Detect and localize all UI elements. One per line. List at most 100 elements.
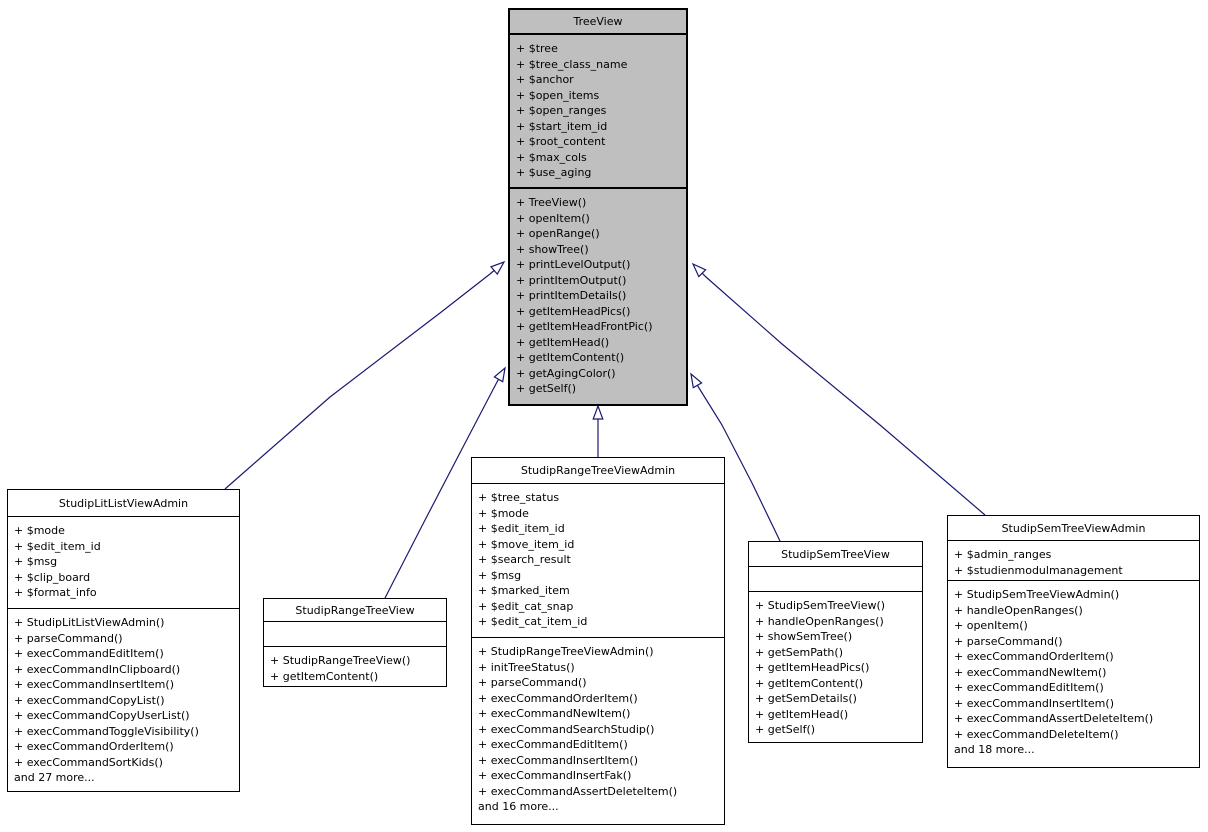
method-row: + getItemHead() bbox=[516, 335, 610, 349]
method-row: + execCommandInsertFak() bbox=[478, 769, 632, 782]
class-methods-section: + StudipSemTreeViewAdmin() + handleOpenRa… bbox=[948, 581, 1199, 767]
attribute-row: + $move_item_id bbox=[478, 537, 575, 551]
class-box-TreeView[interactable]: TreeView + $tree + $tree_class_name + $anc… bbox=[508, 8, 688, 406]
class-attributes-section: + $tree_status + $mode + $edit_item_id + $m… bbox=[472, 484, 724, 638]
attribute-row: + $msg bbox=[14, 555, 58, 568]
method-row: + execCommandEditItem() bbox=[954, 681, 1104, 694]
attribute-row: + $admin_ranges bbox=[954, 548, 1052, 561]
inheritance-arrowhead-StudipLitListViewAdmin bbox=[489, 260, 506, 276]
method-row: + showTree() bbox=[516, 242, 589, 256]
class-methods-section: + StudipRangeTreeView()+ getItemContent(… bbox=[264, 647, 446, 686]
attribute-row: + $max_cols bbox=[516, 150, 587, 164]
method-row: + execCommandNewItem() bbox=[954, 665, 1107, 679]
method-row: + execCommandSearchStudip() bbox=[478, 722, 655, 736]
attribute-row: + $open_ranges bbox=[516, 104, 607, 117]
method-row: + execCommandInClipboard() bbox=[14, 662, 181, 676]
class-attributes-section: + $admin_ranges + $studienmodulmanagement bbox=[948, 541, 1199, 581]
inheritance-arrowhead-StudipSemTreeViewAdmin bbox=[691, 262, 707, 278]
class-box-StudipLitListViewAdmin[interactable]: StudipLitListViewAdmin + $mode + $edit_it… bbox=[7, 489, 240, 792]
class-title: StudipRangeTreeView bbox=[264, 599, 446, 622]
class-box-StudipRangeTreeViewAdmin[interactable]: StudipRangeTreeViewAdmin + $tree_status+… bbox=[471, 457, 725, 825]
method-row: + handleOpenRanges() bbox=[954, 603, 1083, 617]
attribute-row: + $root_content bbox=[516, 135, 606, 148]
method-row: + initTreeStatus() bbox=[478, 660, 575, 674]
method-row: + parseCommand() bbox=[478, 676, 587, 689]
method-row: + execCommandDeleteItem() bbox=[954, 727, 1119, 741]
attribute-row: + $studienmodulmanagement bbox=[954, 563, 1123, 577]
attribute-row: + $search_result bbox=[478, 553, 571, 566]
inheritance-edge-StudipSemTreeViewAdmin bbox=[701, 272, 986, 516]
method-row: + StudipSemTreeView() bbox=[755, 599, 886, 612]
method-row: + getItemHeadPics() bbox=[755, 661, 870, 674]
method-row: + getItemHeadFrontPic() bbox=[516, 320, 653, 333]
method-row: + execCommandOrderItem() bbox=[14, 740, 174, 753]
class-attributes-section: + $tree + $tree_class_name + $anchor + $ope… bbox=[510, 35, 686, 189]
class-box-StudipSemTreeViewAdmin[interactable]: StudipSemTreeViewAdmin + $admin_ranges+ … bbox=[947, 515, 1200, 768]
attribute-row: + $tree_class_name bbox=[516, 57, 628, 71]
method-row: + getSemDetails() bbox=[755, 692, 857, 705]
method-row: + execCommandOrderItem() bbox=[478, 691, 638, 705]
class-methods-section: + TreeView()+ openItem()+ openRange()+ s… bbox=[510, 189, 686, 404]
method-row: + showSemTree() bbox=[755, 630, 853, 643]
class-box-StudipRangeTreeView[interactable]: StudipRangeTreeView + StudipRangeTreeVie… bbox=[263, 598, 447, 687]
method-row: + TreeView() bbox=[516, 196, 587, 209]
method-row: + execCommandNewItem() bbox=[478, 707, 631, 720]
class-methods-section: + StudipLitListViewAdmin()+ parseCommand… bbox=[8, 609, 239, 791]
class-attributes-section bbox=[264, 622, 446, 647]
attribute-row: + $mode bbox=[14, 524, 65, 537]
method-row: + StudipRangeTreeViewAdmin() bbox=[478, 645, 654, 658]
method-row: + printItemDetails() bbox=[516, 289, 627, 302]
method-row: + StudipSemTreeViewAdmin() bbox=[954, 588, 1120, 601]
attribute-row: + $mode bbox=[478, 506, 529, 520]
attribute-row: + $format_info bbox=[14, 586, 97, 599]
method-row: + parseCommand() bbox=[954, 634, 1063, 648]
method-row: + getSelf() bbox=[755, 723, 816, 736]
inheritance-edge-StudipLitListViewAdmin bbox=[224, 270, 495, 490]
method-row: + execCommandAssertDeleteItem() bbox=[478, 784, 678, 798]
method-row: + StudipLitListViewAdmin() bbox=[14, 616, 165, 629]
method-row: + printLevelOutput() bbox=[516, 258, 631, 271]
class-methods-section: + StudipRangeTreeViewAdmin() + initTreeSt… bbox=[472, 638, 724, 824]
class-attributes-section bbox=[749, 567, 922, 592]
method-row: and 16 more... bbox=[478, 800, 559, 813]
class-title: TreeView bbox=[510, 10, 686, 35]
method-row: + execCommandAssertDeleteItem() bbox=[954, 712, 1154, 725]
method-row: + execCommandInsertItem() bbox=[14, 678, 174, 691]
class-box-StudipSemTreeView[interactable]: StudipSemTreeView + StudipSemTreeView()+… bbox=[748, 541, 923, 743]
method-row: + printItemOutput() bbox=[516, 273, 627, 287]
attribute-row: + $anchor bbox=[516, 73, 574, 86]
method-row: + execCommandInsertItem() bbox=[478, 753, 638, 767]
attribute-row: + $tree_status bbox=[478, 491, 560, 504]
attribute-row: + $tree bbox=[516, 42, 558, 55]
method-row: and 27 more... bbox=[14, 771, 95, 784]
attribute-row: + $edit_cat_snap bbox=[478, 599, 574, 613]
method-row: + openItem() bbox=[954, 619, 1028, 632]
method-row: + execCommandSortKids() bbox=[14, 755, 163, 769]
attribute-row: + $marked_item bbox=[478, 584, 570, 597]
attribute-row: + $use_aging bbox=[516, 166, 592, 179]
method-row: + execCommandEditItem() bbox=[478, 738, 628, 751]
attribute-row: + $start_item_id bbox=[516, 119, 608, 133]
attribute-row: + $open_items bbox=[516, 88, 600, 102]
method-row: + execCommandCopyList() bbox=[14, 693, 165, 707]
attribute-row: + $msg bbox=[478, 568, 522, 582]
attribute-row: + $edit_item_id bbox=[14, 539, 101, 553]
method-row: + StudipRangeTreeView() bbox=[270, 654, 411, 667]
method-row: + getSelf() bbox=[516, 382, 577, 395]
method-row: + getSemPath() bbox=[755, 645, 843, 659]
method-row: + openRange() bbox=[516, 227, 600, 240]
method-row: + getAgingColor() bbox=[516, 366, 616, 380]
method-row: and 18 more... bbox=[954, 743, 1035, 756]
class-title: StudipRangeTreeViewAdmin bbox=[472, 458, 724, 484]
attribute-row: + $edit_cat_item_id bbox=[478, 615, 588, 628]
class-title: StudipLitListViewAdmin bbox=[8, 490, 239, 517]
class-title: StudipSemTreeViewAdmin bbox=[948, 516, 1199, 541]
method-row: + handleOpenRanges() bbox=[755, 614, 884, 628]
inheritance-arrowhead-StudipRangeTreeViewAdmin bbox=[592, 404, 604, 420]
method-row: + execCommandOrderItem() bbox=[954, 650, 1114, 663]
attribute-row: + $edit_item_id bbox=[478, 522, 565, 535]
method-row: + getItemHeadPics() bbox=[516, 304, 631, 318]
class-methods-section: + StudipSemTreeView() + handleOpenRanges(… bbox=[749, 592, 922, 742]
class-attributes-section: + $mode+ $edit_item_id+ $msg+ $clip_boar… bbox=[8, 517, 239, 609]
